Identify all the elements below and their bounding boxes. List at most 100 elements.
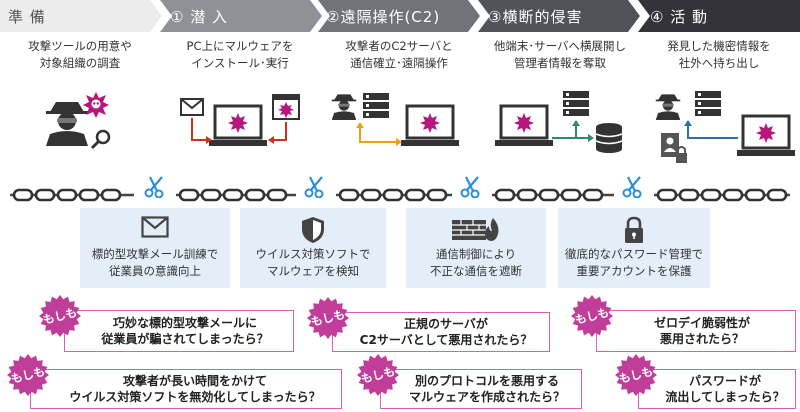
magnifier-icon bbox=[90, 129, 111, 150]
shield-icon bbox=[302, 217, 324, 243]
moshimo-badge: もしも bbox=[356, 353, 400, 397]
badge-burst-shape bbox=[571, 295, 613, 337]
stage-remote-control: ②遠隔操作(C2) bbox=[318, 0, 480, 32]
chain-link bbox=[178, 188, 200, 202]
laptop-icon bbox=[737, 114, 795, 156]
chain-link bbox=[78, 188, 100, 202]
stage-arrow-shape bbox=[638, 0, 800, 32]
stage-description: 攻撃者のC2サーバと通信確立･遠隔操作 bbox=[345, 39, 453, 70]
chain-link bbox=[494, 188, 516, 202]
id-card-lock-icon bbox=[661, 133, 687, 163]
what-if-question: ゼロデイ脆弱性が悪用されたら？ bbox=[596, 310, 796, 352]
laptop-icon bbox=[495, 104, 553, 146]
malware-icon bbox=[83, 92, 109, 118]
badge-burst-shape bbox=[307, 297, 349, 339]
stage-description: 発見した機密情報を社外へ持ち出し bbox=[667, 39, 771, 70]
lock-icon bbox=[625, 216, 643, 243]
moshimo-badge: もしも bbox=[306, 296, 350, 340]
attack-chain bbox=[10, 188, 790, 202]
stage-description: 他端末･サーバへ横展開し管理者情報を奪取 bbox=[493, 39, 627, 70]
database-icon bbox=[595, 123, 623, 153]
chain-link bbox=[12, 188, 34, 202]
chain-link bbox=[678, 188, 700, 202]
what-if-question: 攻撃者が長い時間をかけてウイルス対策ソフトを無効化してしまったら？ bbox=[30, 369, 342, 409]
defense-text: ウイルス対策ソフトでマルウェアを検知 bbox=[255, 247, 371, 278]
stage-activity: ④ 活 動 bbox=[638, 0, 800, 32]
stage-arrow-shape bbox=[478, 0, 640, 32]
badge-burst-shape bbox=[615, 354, 657, 396]
stage-lateral-movement: ③横断的侵害 bbox=[478, 0, 640, 32]
attacker-icon bbox=[46, 102, 88, 146]
defense-box-traffic-control: 通信制御により不正な通信を遮断 bbox=[406, 208, 546, 288]
defense-text: 通信制御により不正な通信を遮断 bbox=[430, 247, 522, 278]
chain-link bbox=[722, 188, 744, 202]
defense-text: 徹底的なパスワード管理で重要アカウントを保護 bbox=[565, 247, 703, 278]
server-icon bbox=[695, 91, 721, 116]
defense-box-password-management: 徹底的なパスワード管理で重要アカウントを保護 bbox=[558, 208, 710, 288]
attacker-icon bbox=[655, 94, 681, 120]
envelope-icon bbox=[180, 98, 204, 116]
chain-link bbox=[656, 188, 678, 202]
defense-box-antivirus: ウイルス対策ソフトでマルウェアを検知 bbox=[240, 208, 386, 288]
c2-communication-arrows bbox=[356, 122, 402, 146]
c2-server-icon bbox=[363, 93, 389, 118]
malware-window-icon bbox=[272, 94, 300, 120]
stage-label: ① 潜 入 bbox=[170, 7, 228, 26]
laptop-icon bbox=[209, 104, 267, 146]
moshimo-badge: もしも bbox=[6, 353, 50, 397]
what-if-question: パスワードが流出してしまったら？ bbox=[638, 369, 796, 409]
chain-link bbox=[200, 188, 222, 202]
badge-burst-shape bbox=[7, 354, 49, 396]
what-if-question: 巧妙な標的型攻撃メールに従業員が騙されてしまったら？ bbox=[64, 310, 294, 352]
stage-description: 攻撃ツールの用意や対象組織の調査 bbox=[28, 39, 132, 70]
chain-link bbox=[244, 188, 266, 202]
stage-arrow-shape bbox=[318, 0, 480, 32]
scissors-icon bbox=[304, 176, 324, 198]
stage-label: ④ 活 動 bbox=[650, 7, 708, 26]
defense-box-email-training: 標的型攻撃メール訓練で従業員の意識向上 bbox=[80, 208, 230, 288]
chain-link bbox=[360, 188, 382, 202]
server-icon bbox=[563, 91, 589, 116]
chain-link bbox=[516, 188, 538, 202]
chain-links bbox=[10, 188, 790, 202]
chain-link bbox=[266, 188, 288, 202]
chain-link bbox=[700, 188, 722, 202]
lateral-movement-arrows bbox=[552, 120, 594, 142]
scissors-icon bbox=[460, 176, 480, 198]
chain-link bbox=[100, 188, 122, 202]
envelope-icon bbox=[141, 216, 169, 238]
badge-burst-shape bbox=[357, 354, 399, 396]
moshimo-badge: もしも bbox=[614, 353, 658, 397]
chain-link bbox=[582, 188, 604, 202]
what-if-question: 別のプロトコルを悪用するマルウェアを作成されたら？ bbox=[380, 369, 582, 409]
infection-arrows bbox=[191, 118, 287, 144]
badge-burst-shape bbox=[39, 295, 81, 337]
chain-link bbox=[382, 188, 404, 202]
chain-link bbox=[538, 188, 560, 202]
chain-link bbox=[56, 188, 78, 202]
moshimo-badge: もしも bbox=[570, 294, 614, 338]
scissors-icon bbox=[622, 176, 642, 198]
laptop-icon bbox=[401, 104, 459, 146]
chain-link bbox=[766, 188, 788, 202]
stage-arrow-shape bbox=[0, 0, 162, 32]
stage-label: 準 備 bbox=[8, 7, 46, 26]
moshimo-badge: もしも bbox=[38, 294, 82, 338]
attacker-icon bbox=[331, 94, 357, 120]
exfiltration-arrows bbox=[684, 120, 738, 139]
chain-link bbox=[222, 188, 244, 202]
chain-link bbox=[744, 188, 766, 202]
stage-prepare: 準 備 bbox=[0, 0, 162, 32]
chain-link bbox=[34, 188, 56, 202]
chain-link bbox=[404, 188, 426, 202]
stage-label: ③横断的侵害 bbox=[488, 7, 583, 26]
firewall-icon bbox=[452, 218, 499, 241]
stage-arrow-shape bbox=[160, 0, 322, 32]
stage-label: ②遠隔操作(C2) bbox=[326, 7, 441, 26]
scissors-icon bbox=[144, 176, 164, 198]
stage-description: PC上にマルウェアをインストール･実行 bbox=[186, 39, 294, 70]
stage-infiltration: ① 潜 入 bbox=[160, 0, 322, 32]
chain-link bbox=[426, 188, 448, 202]
defense-text: 標的型攻撃メール訓練で従業員の意識向上 bbox=[91, 247, 219, 278]
